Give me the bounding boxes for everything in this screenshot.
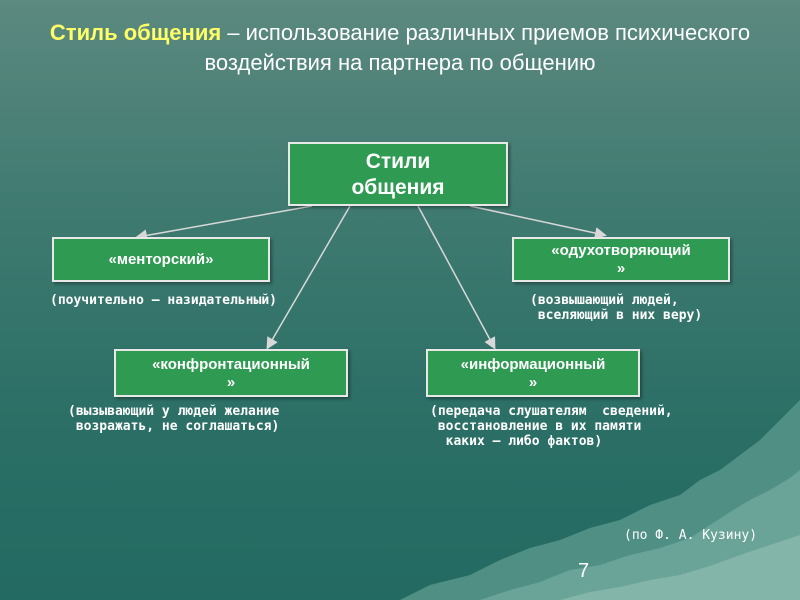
node-confront-label-line2: » xyxy=(226,374,236,391)
title-accent: Стиль общения xyxy=(49,20,222,45)
node-inform: «информационный » xyxy=(426,349,640,397)
node-confront-description: (вызывающий у людей желание возражать, н… xyxy=(68,404,280,434)
connector-mentor xyxy=(135,205,313,242)
node-inform-label-line2: » xyxy=(528,374,538,391)
connector-inform xyxy=(417,205,496,350)
root-node: Стили общения xyxy=(288,142,508,206)
node-inspire-description: (возвышающий людей, вселяющий в них веру… xyxy=(530,293,703,323)
node-mentor-description: (поучительно – назидательный) xyxy=(50,293,277,308)
root-line2: общения xyxy=(351,176,445,199)
title-rest: – использование различных приемов психич… xyxy=(204,20,751,75)
root-line1: Стили xyxy=(365,150,431,173)
node-confront-label-line1: «конфронтационный xyxy=(152,356,310,373)
node-inform-description: (передача слушателям сведений, восстанов… xyxy=(430,404,673,449)
node-inspire-label-line2: » xyxy=(616,260,626,277)
source-citation: (по Ф. А. Кузину) xyxy=(624,528,758,543)
node-confront: «конфронтационный » xyxy=(114,349,348,397)
connector-inspire xyxy=(469,205,607,239)
node-inspire-label-line1: «одухотворяющий xyxy=(551,242,691,259)
connector-confront xyxy=(266,205,351,350)
node-mentor: «менторский» xyxy=(52,237,270,282)
node-inspire: «одухотворяющий » xyxy=(512,237,730,282)
page-number: 7 xyxy=(578,560,590,582)
slide-title: Стиль общения – использование различных … xyxy=(40,18,760,78)
node-inform-label-line1: «информационный xyxy=(460,356,606,373)
node-mentor-label: «менторский» xyxy=(108,251,214,268)
